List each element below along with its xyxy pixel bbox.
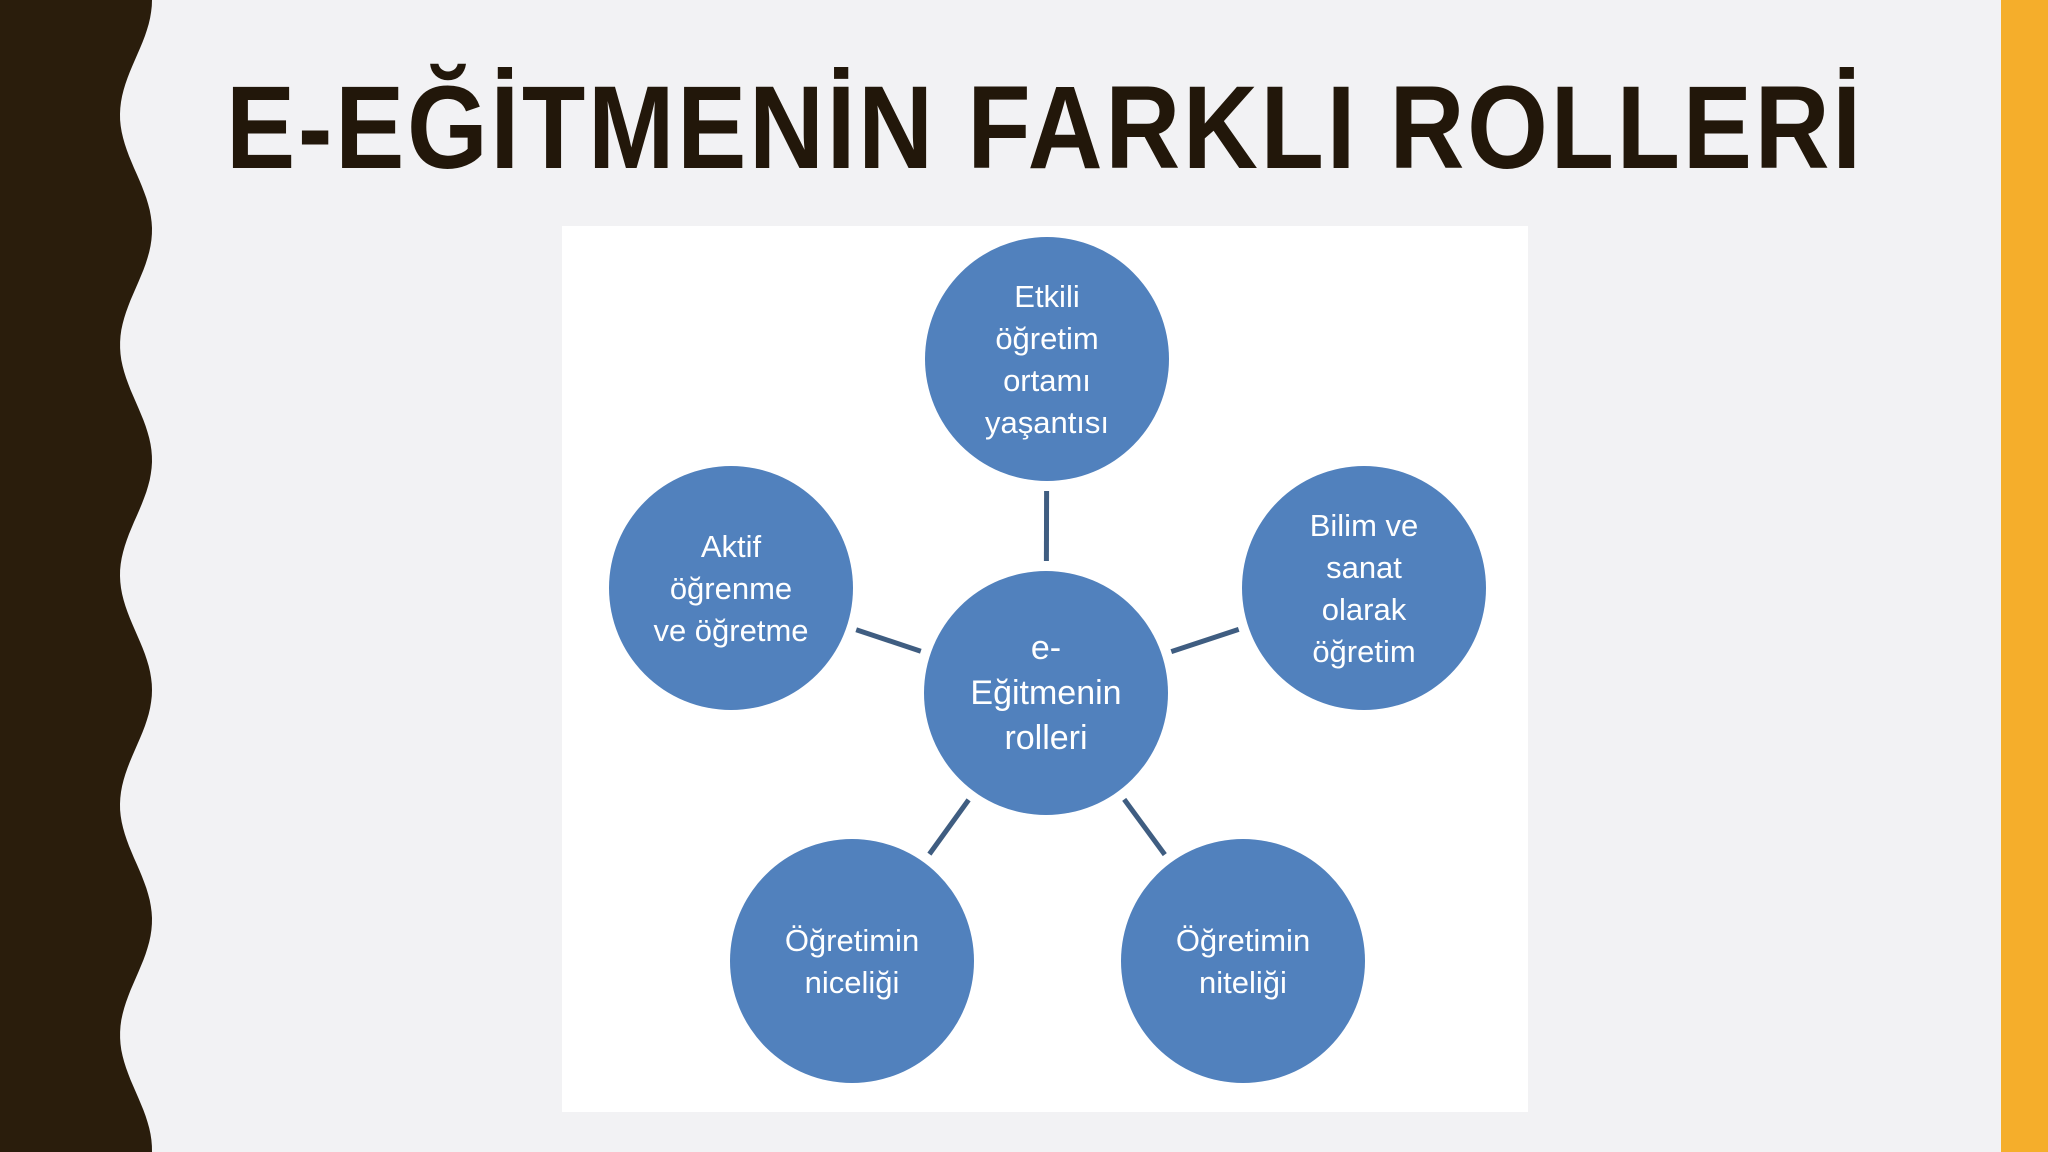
connector-ogretimin-niceligi: [927, 798, 971, 856]
center-node-label-line: e-: [1031, 629, 1061, 667]
role-node-aktif-ogrenme-label-line: öğrenme: [670, 571, 792, 606]
slide-title: E-EĞİTMENİN FARKLI ROLLERİ: [226, 62, 1864, 194]
wavy-left-border: [0, 0, 152, 1152]
role-node-aktif-ogrenme-label-line: ve öğretme: [653, 613, 808, 648]
role-node-ogretimin-niceligi-circle: [730, 839, 974, 1083]
role-node-etkili-ogretim-ortami-circle: [925, 237, 1169, 481]
accent-bar-right: [2001, 0, 2048, 1152]
role-node-bilim-ve-sanat-label-line: öğretim: [1312, 634, 1415, 669]
role-node-ogretimin-niceligi: Öğretimin niceliği: [730, 839, 974, 1083]
role-node-ogretimin-niceligi-label-line: Öğretimin: [785, 923, 919, 958]
connectors: [855, 490, 1240, 857]
center-node-label-line: Eğitmenin: [970, 674, 1121, 712]
role-node-bilim-ve-sanat-circle: [1242, 466, 1486, 710]
role-node-etkili-ogretim-ortami: Etkili öğretim ortamı yaşantısı: [925, 237, 1169, 481]
role-node-ogretimin-niceligi-label-line: niceliği: [805, 965, 900, 1000]
role-node-ogretimin-niteligi-label-line: Öğretimin: [1176, 923, 1310, 958]
role-node-bilim-ve-sanat-label-line: sanat: [1326, 550, 1402, 585]
connector-aktif-ogrenme: [855, 627, 922, 654]
role-node-bilim-ve-sanat-label-line: Bilim ve: [1310, 508, 1419, 543]
role-node-bilim-ve-sanat: Bilim ve sanat olarak öğretim: [1242, 466, 1486, 710]
connector-bilim-ve-sanat: [1170, 627, 1240, 654]
center-node-circle: [924, 571, 1168, 815]
role-node-bilim-ve-sanat-label-line: olarak: [1322, 592, 1407, 627]
connector-ogretimin-niteligi: [1122, 797, 1167, 857]
wave-shape: [0, 0, 152, 1152]
center-node-label-line: rolleri: [1004, 719, 1087, 757]
role-node-aktif-ogrenme: Aktif öğrenme ve öğretme: [609, 466, 853, 710]
role-node-etkili-ogretim-ortami-label-line: yaşantısı: [985, 405, 1109, 440]
role-node-ogretimin-niteligi-circle: [1121, 839, 1365, 1083]
role-node-aktif-ogrenme-label-line: Aktif: [701, 529, 762, 564]
role-node-etkili-ogretim-ortami-label-line: öğretim: [995, 321, 1098, 356]
role-node-etkili-ogretim-ortami-label-line: ortamı: [1003, 363, 1091, 398]
role-node-etkili-ogretim-ortami-label-line: Etkili: [1014, 279, 1079, 314]
center-node: e- Eğitmenin rolleri: [924, 571, 1168, 815]
role-node-ogretimin-niteligi: Öğretimin niteliği: [1121, 839, 1365, 1083]
role-node-ogretimin-niteligi-label-line: niteliği: [1199, 965, 1287, 1000]
role-node-aktif-ogrenme-circle: [609, 466, 853, 710]
